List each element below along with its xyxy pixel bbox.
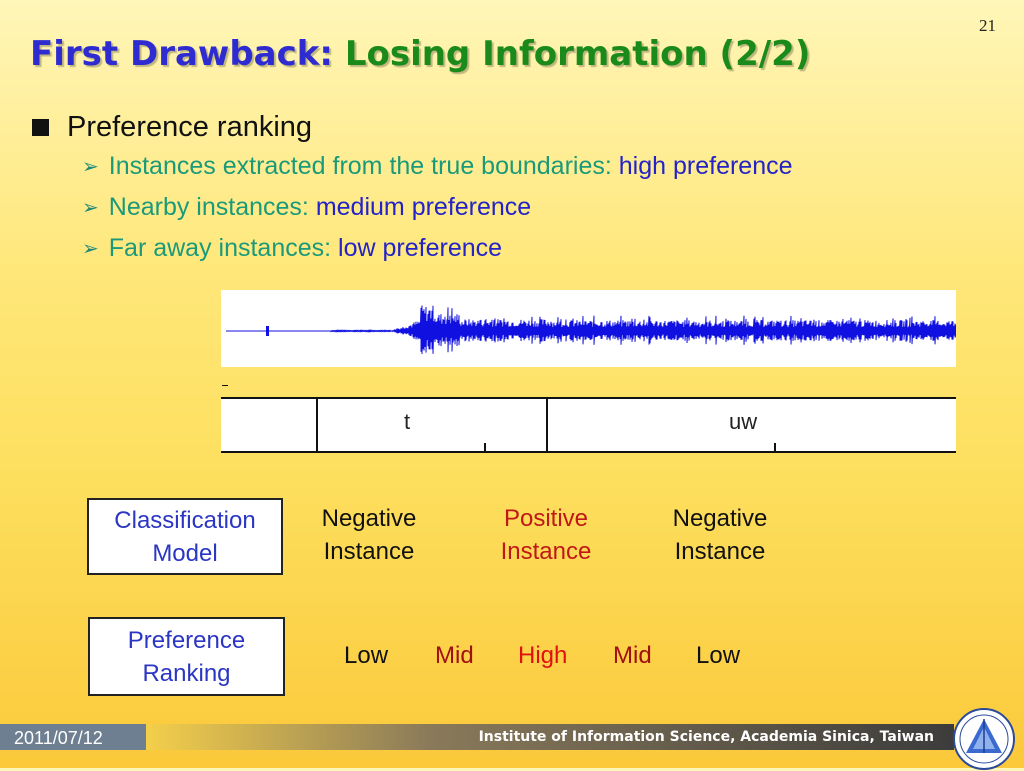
sub-bullet: ➢ Instances extracted from the true boun… bbox=[82, 146, 793, 187]
footer-institute: Institute of Information Science, Academ… bbox=[146, 724, 954, 750]
negative-instance-label: Negative Instance bbox=[640, 502, 800, 568]
segment-boundary bbox=[546, 399, 548, 451]
segment-tick bbox=[484, 443, 486, 451]
positive-instance-label: Positive Instance bbox=[466, 502, 626, 568]
waveform-plot bbox=[226, 305, 957, 355]
bullet-list: Preference ranking ➢ Instances extracted… bbox=[32, 108, 793, 269]
sub-bullet-emphasis: medium preference bbox=[315, 193, 532, 221]
academia-sinica-logo bbox=[953, 708, 1015, 770]
title-part-2: Losing Information (2/2) bbox=[344, 34, 811, 74]
sub-bullet-text: Instances extracted from the true bounda… bbox=[108, 152, 612, 180]
sub-bullet-emphasis: high preference bbox=[618, 152, 793, 180]
box-line: Classification bbox=[114, 506, 256, 534]
classification-model-box: Classification Model bbox=[87, 498, 283, 575]
footer-date: 2011/07/12 bbox=[0, 724, 146, 750]
main-bullet: Preference ranking bbox=[32, 108, 793, 146]
negative-instance-label: Negative Instance bbox=[289, 502, 449, 568]
phone-segmentation: t uw bbox=[221, 397, 956, 453]
waveform-trace bbox=[226, 305, 957, 355]
waveform-panel bbox=[221, 290, 957, 367]
axis-tick bbox=[222, 385, 228, 386]
arrow-bullet-icon: ➢ bbox=[82, 197, 99, 219]
slide-number: 21 bbox=[979, 16, 996, 35]
speech-waveform-figure: t uw bbox=[221, 290, 957, 453]
rank-high: High bbox=[518, 642, 568, 669]
slide-title: First Drawback: Losing Information (2/2) bbox=[30, 34, 810, 74]
rank-mid: Mid bbox=[613, 642, 652, 669]
square-bullet-icon bbox=[32, 118, 49, 136]
box-line: Model bbox=[152, 539, 218, 567]
segment-boundary bbox=[316, 399, 318, 451]
sub-bullet: ➢ Nearby instances: medium preference bbox=[82, 187, 793, 228]
arrow-bullet-icon: ➢ bbox=[82, 238, 99, 260]
segment-tick bbox=[774, 443, 776, 451]
rank-low: Low bbox=[696, 642, 741, 669]
segment-label-uw: uw bbox=[729, 409, 758, 434]
instance-line: Instance bbox=[323, 538, 415, 565]
sub-bullet-text: Far away instances: bbox=[108, 234, 332, 262]
instance-line: Negative bbox=[321, 505, 417, 532]
box-line: Ranking bbox=[142, 659, 231, 687]
preference-ranking-box: Preference Ranking bbox=[88, 617, 285, 696]
rank-low: Low bbox=[344, 642, 389, 669]
waveform-spike bbox=[266, 326, 269, 336]
box-line: Preference bbox=[127, 626, 246, 654]
instance-line: Positive bbox=[503, 505, 589, 532]
arrow-bullet-icon: ➢ bbox=[82, 156, 99, 178]
instance-line: Instance bbox=[674, 538, 766, 565]
rank-mid: Mid bbox=[435, 642, 474, 669]
title-part-1: First Drawback: bbox=[30, 34, 333, 74]
instance-line: Instance bbox=[500, 538, 592, 565]
sub-bullet-text: Nearby instances: bbox=[108, 193, 309, 221]
sub-bullet-emphasis: low preference bbox=[338, 234, 503, 262]
sub-bullet: ➢ Far away instances: low preference bbox=[82, 228, 793, 269]
segment-label-t: t bbox=[404, 409, 411, 434]
footer-bar: 2011/07/12 Institute of Information Scie… bbox=[0, 724, 1024, 750]
main-bullet-text: Preference ranking bbox=[67, 110, 313, 143]
instance-line: Negative bbox=[672, 505, 768, 532]
